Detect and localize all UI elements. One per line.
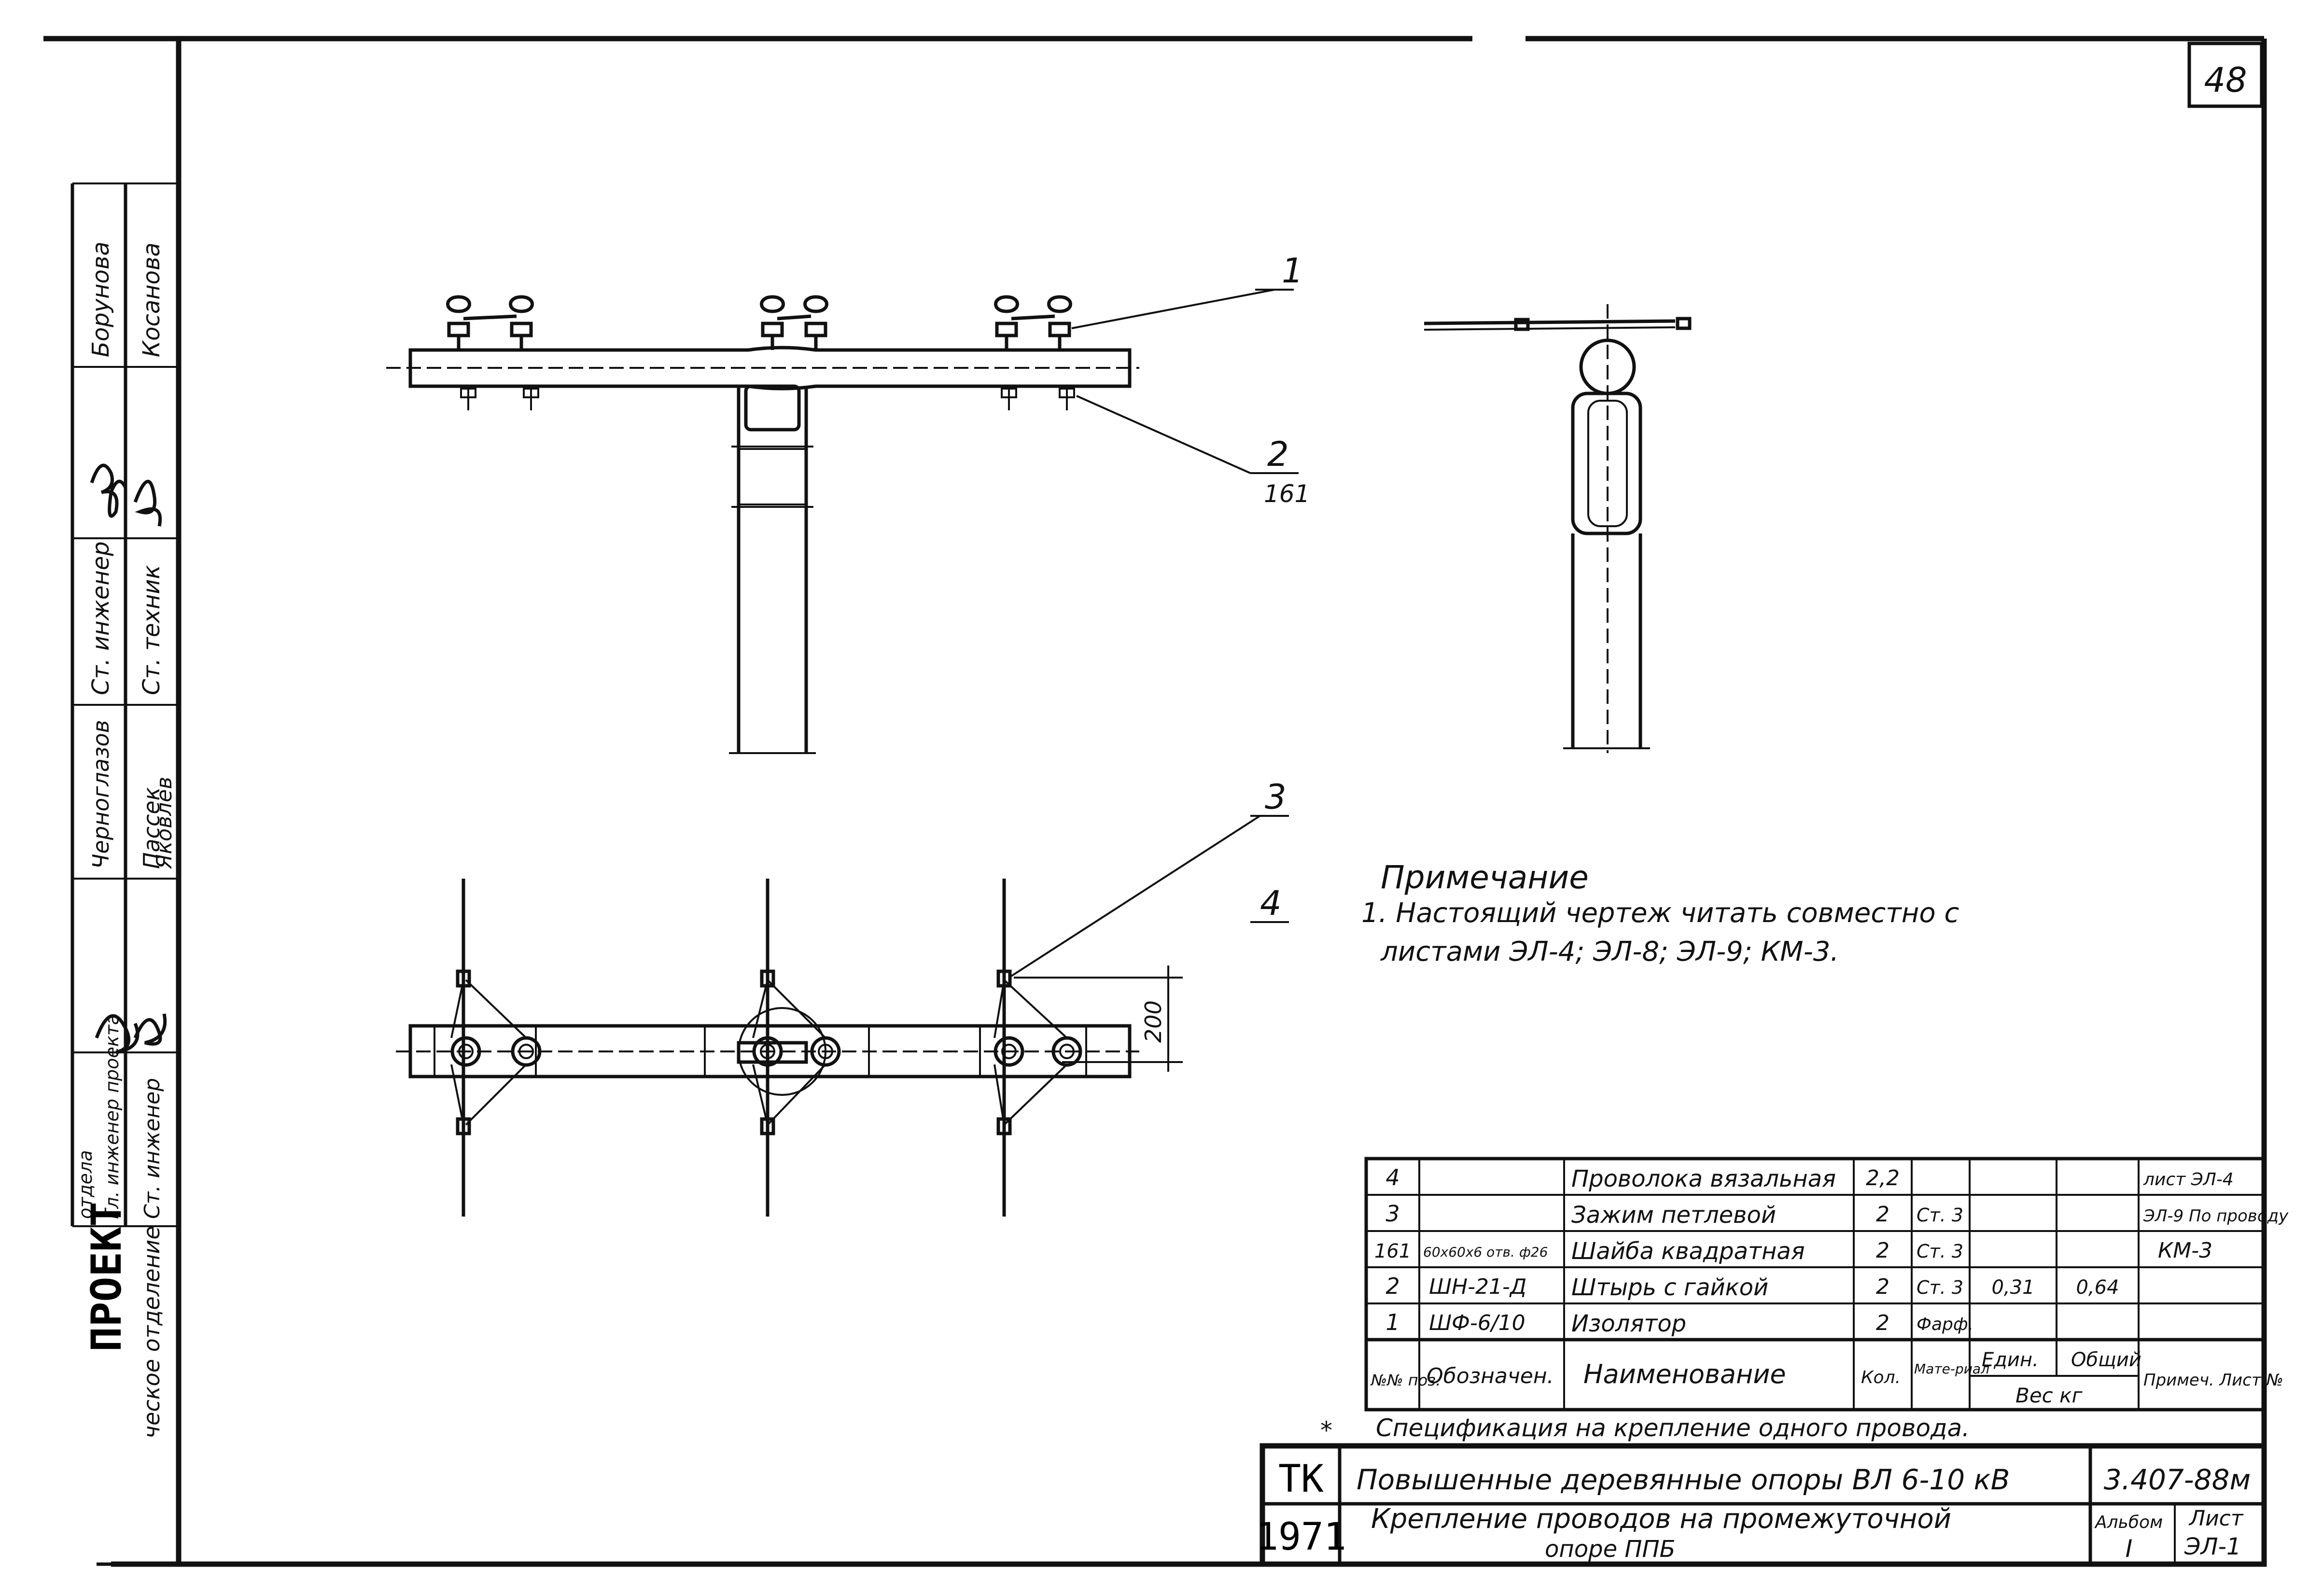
callout-1: 1 — [1282, 251, 1303, 291]
spec-row-0-note: лист ЭЛ-4 — [2143, 1170, 2234, 1190]
title-sheet-value: ЭЛ-1 — [2184, 1533, 2241, 1560]
title-code: 3.407-88м — [2104, 1463, 2251, 1496]
plan-wires — [462, 879, 1006, 1217]
note-block: Примечание 1. Настоящий чертеж читать со… — [1361, 859, 1959, 967]
spec-row-4-material: Фарф. — [1917, 1315, 1973, 1334]
spec-row-3-material: Ст. 3 — [1917, 1277, 1963, 1298]
plan-view: 200 3 4 — [396, 777, 1289, 1217]
sheet-number-box: 48 — [2187, 42, 2264, 108]
spec-header-total: Общий — [2071, 1349, 2141, 1371]
title-line-1: Повышенные деревянные опоры ВЛ 6-10 кВ — [1357, 1463, 2010, 1496]
note-title: Примечание — [1381, 859, 1589, 896]
title-org: ТК — [1278, 1457, 1324, 1501]
spec-table: 4 Проволока вязальная 2,2 лист ЭЛ-4 3 За… — [1320, 1157, 2289, 1448]
signature-4 — [133, 1013, 167, 1046]
stamp-role-1: Гл. инженер проекта — [101, 1014, 123, 1219]
spec-row-1-name: Зажим петлевой — [1571, 1202, 1776, 1229]
signature-3 — [95, 1014, 140, 1054]
spec-row-1-material: Ст. 3 — [1917, 1204, 1963, 1226]
spec-row-3-designation: ШН-21-Д — [1429, 1274, 1526, 1299]
spec-row-4-qty: 2 — [1876, 1311, 1889, 1335]
side-stamp: Борунова Косанова Ст. инженер Ст. техник… — [70, 182, 179, 1439]
front-bolts — [460, 386, 1075, 410]
spec-asterisk: * — [1320, 1416, 1332, 1444]
title-sheet-label: Лист — [2188, 1506, 2244, 1531]
sheet-frame — [43, 36, 2267, 1567]
stamp-name-a0: Борунова — [87, 241, 114, 357]
spec-row-3-unit: 0,31 — [1991, 1276, 2034, 1299]
spec-row-4-name: Изолятор — [1571, 1310, 1686, 1337]
spec-header-name: Наименование — [1583, 1359, 1786, 1389]
side-view — [1424, 304, 1692, 753]
dimension-200-text: 200 — [1140, 1000, 1166, 1043]
stamp-name-b0: Косанова — [138, 242, 165, 357]
spec-header-designation: Обозначен. — [1427, 1364, 1554, 1388]
stamp-name-b1: Ст. техник — [138, 565, 165, 695]
dimension-200: 200 — [1014, 966, 1183, 1072]
spec-row-3-total: 0,64 — [2076, 1276, 2119, 1299]
callout-3: 3 — [1265, 777, 1287, 817]
spec-row-0-qty: 2,2 — [1866, 1166, 1900, 1190]
spec-header-note: Примеч. Лист № — [2143, 1371, 2283, 1390]
stamp-project: ПРОЕКТ — [83, 1202, 131, 1352]
signature-2 — [133, 479, 162, 527]
title-block: ТК 1971 Повышенные деревянные опоры ВЛ 6… — [1256, 1443, 2267, 1567]
spec-row-0-name: Проволока вязальная — [1571, 1165, 1836, 1192]
title-line-2: Крепление проводов на промежуточной — [1371, 1503, 1951, 1535]
spec-row-4-designation: ШФ-6/10 — [1429, 1311, 1525, 1335]
spec-header-unit: Един. — [1982, 1349, 2039, 1371]
title-line-3: опоре ППБ — [1545, 1536, 1676, 1563]
spec-header-qty: Кол. — [1861, 1368, 1901, 1387]
spec-row-0-pos: 4 — [1385, 1164, 1399, 1190]
spec-header-material: Мате-риал — [1914, 1361, 1989, 1377]
callout-2-sub: 161 — [1264, 480, 1310, 508]
spec-row-1-note: ЭЛ-9 По проводу — [2143, 1206, 2289, 1226]
spec-title: Спецификация на крепление одного провода… — [1376, 1414, 1970, 1442]
spec-header-weight: Вес кг — [2015, 1384, 2083, 1407]
stamp-name-b2: Пассек — [139, 787, 165, 869]
spec-row-1-pos: 3 — [1385, 1201, 1399, 1227]
spec-row-2-qty: 2 — [1876, 1238, 1889, 1263]
spec-row-4-pos: 1 — [1385, 1309, 1399, 1335]
spec-row-2-note: КМ-3 — [2158, 1238, 2212, 1263]
spec-row-1-qty: 2 — [1876, 1202, 1889, 1227]
spec-row-3-pos: 2 — [1385, 1273, 1399, 1299]
stamp-name-a1: Ст. инженер — [87, 541, 114, 695]
plan-binding-wires — [450, 969, 1068, 1135]
spec-row-2-pos: 161 — [1374, 1240, 1411, 1262]
title-year: 1971 — [1256, 1515, 1346, 1559]
note-line-2: листами ЭЛ-4; ЭЛ-8; ЭЛ-9; КМ-3. — [1380, 936, 1839, 967]
stamp-role-0: Ст. инженер — [140, 1078, 165, 1219]
note-line-1: 1. Настоящий чертеж читать совместно с — [1361, 897, 1959, 929]
stamp-dept: ческое отделение — [139, 1226, 165, 1439]
spec-row-2-material: Ст. 3 — [1917, 1241, 1963, 1262]
front-view: 1 2 161 — [386, 251, 1310, 754]
stamp-role-2: отдела — [75, 1150, 96, 1219]
front-pole — [737, 386, 808, 753]
title-album-value: I — [2126, 1535, 2133, 1563]
title-album-label: Альбом — [2094, 1512, 2163, 1532]
sheet-number: 48 — [2204, 60, 2247, 100]
stamp-name-a2: Черноглазов — [88, 720, 114, 869]
spec-row-2-designation: 60х60х6 отв. ф26 — [1423, 1244, 1548, 1260]
spec-row-3-qty: 2 — [1876, 1274, 1889, 1299]
stamp-name-b3: Яковлев — [152, 777, 177, 869]
spec-header-pos: №№ поз. — [1370, 1371, 1441, 1389]
front-insulators — [446, 295, 1072, 350]
callout-2: 2 — [1267, 434, 1289, 474]
signature-1 — [90, 463, 127, 518]
spec-row-2-name: Шайба квадратная — [1571, 1238, 1805, 1265]
spec-row-3-name: Штырь с гайкой — [1571, 1274, 1768, 1301]
callout-4: 4 — [1260, 883, 1282, 923]
